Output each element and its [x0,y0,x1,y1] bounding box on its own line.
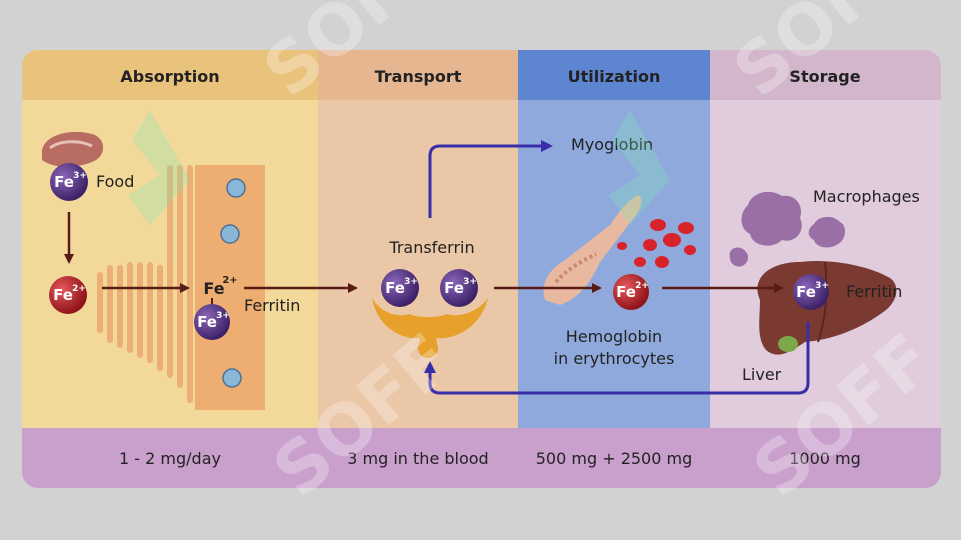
arrow-storage-recycling [424,322,810,395]
fe3-food-ion: Fe 3+ [50,163,88,201]
svg-text:Fe: Fe [796,283,816,301]
header-absorption: Absorption [120,67,219,86]
svg-text:Fe: Fe [197,313,217,331]
svg-text:Fe: Fe [203,279,224,298]
amount-storage: 1000 mg [789,449,861,468]
svg-text:2+: 2+ [635,281,649,291]
label-transferrin: Transferrin [388,238,474,257]
svg-text:Fe: Fe [444,279,464,297]
svg-text:Fe: Fe [385,279,405,297]
svg-text:2+: 2+ [72,284,86,294]
liver-illustration [757,260,897,355]
label-macrophages: Macrophages [813,187,920,206]
amount-transport: 3 mg in the blood [347,449,488,468]
label-food: Food [96,172,134,191]
svg-text:3+: 3+ [404,277,418,287]
svg-text:Fe: Fe [616,283,636,301]
transferrin-molecule [372,298,488,358]
label-ferritin-storage: Ferritin [846,282,902,301]
svg-text:3+: 3+ [73,171,87,181]
svg-text:3+: 3+ [815,281,829,291]
label-hemoglobin-line2: in erythrocytes [554,349,675,368]
bone-marrow-illustration [543,195,642,305]
header-transport: Transport [375,67,462,86]
fe3-transferrin-ion-2: Fe 3+ [440,269,478,307]
label-ferritin-absorption: Ferritin [244,296,300,315]
svg-text:2+: 2+ [222,275,237,286]
svg-text:Fe: Fe [54,173,74,191]
svg-text:3+: 3+ [216,311,230,321]
fe2-enterocyte-label: Fe 2+ [203,275,237,298]
fe3-liver-ion: Fe 3+ [793,274,829,310]
column-transport-bg [318,50,518,428]
amount-absorption: 1 - 2 mg/day [119,449,221,468]
macrophage-cells [729,191,846,267]
header-storage: Storage [789,67,860,86]
svg-text:Fe: Fe [53,286,73,304]
header-utilization: Utilization [568,67,661,86]
arrow-transferrin-to-myoglobin [428,140,553,218]
flow-arrows [64,140,810,395]
fe2-hemoglobin-ion: Fe 2+ [613,274,649,310]
fe2-absorbed-ion: Fe 2+ [49,276,87,314]
column-utilization-header-bg [518,50,710,100]
label-hemoglobin-line1: Hemoglobin [566,327,662,346]
column-storage-header-bg [710,50,941,100]
amount-utilization: 500 mg + 2500 mg [536,449,693,468]
label-liver: Liver [742,365,782,384]
svg-text:3+: 3+ [463,277,477,287]
fe3-transferrin-ion-1: Fe 3+ [381,269,419,307]
fe3-ferritin-ion: Fe 3+ [194,304,230,340]
column-absorption-header-bg [22,50,318,100]
food-meat-icon [42,131,104,167]
column-transport-header-bg [318,50,518,100]
footer-band [22,428,941,488]
label-myoglobin: Myoglobin [571,135,653,154]
erythrocytes-cluster [617,219,696,268]
